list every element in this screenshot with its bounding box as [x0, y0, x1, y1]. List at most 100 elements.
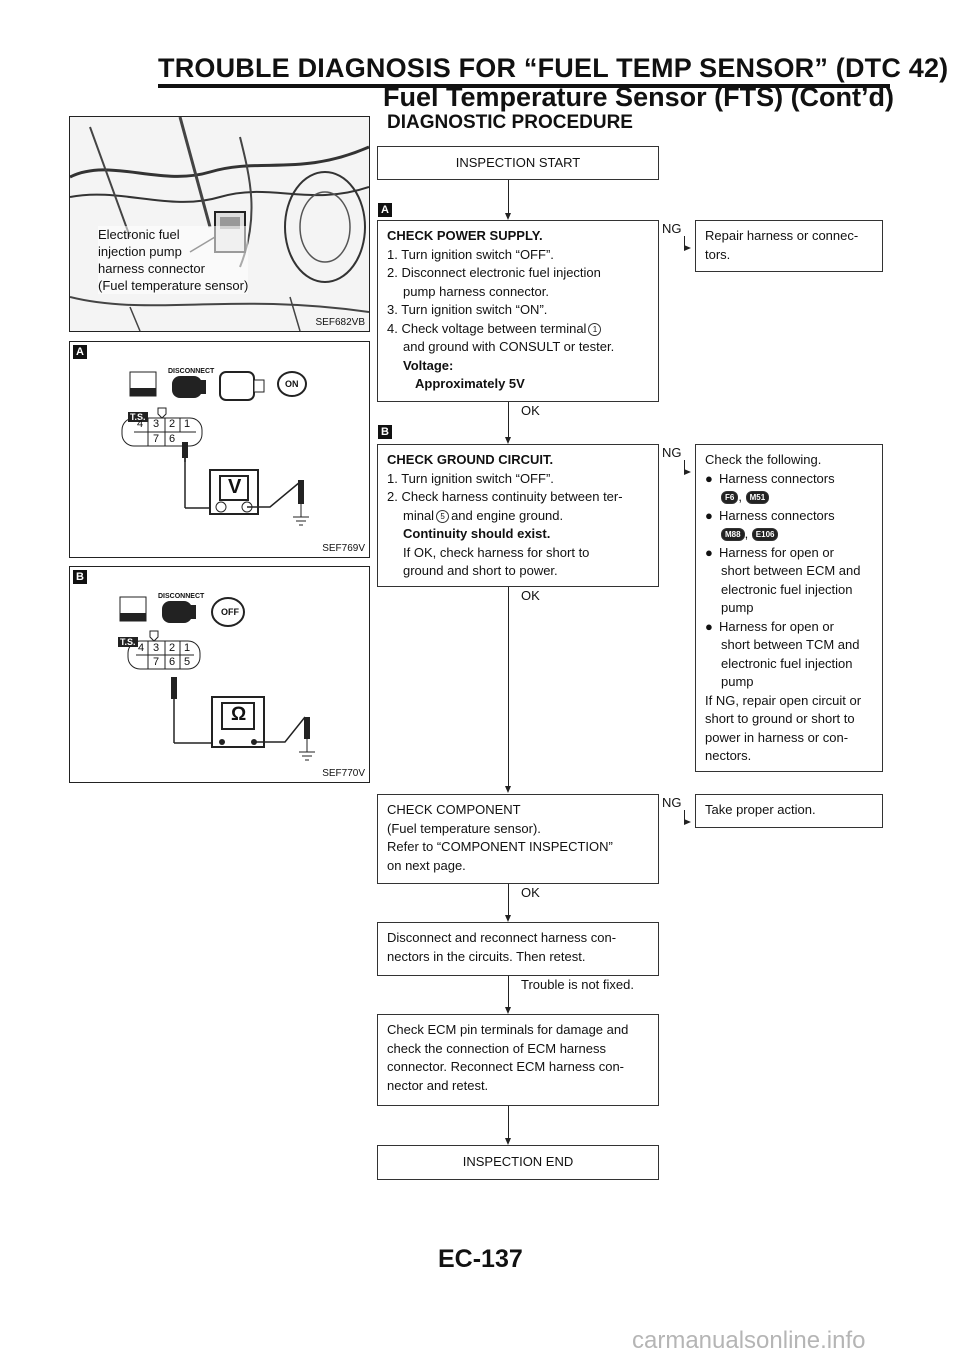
flow-arrow — [505, 915, 511, 922]
flow-connector — [508, 402, 509, 438]
step-b-title: CHECK GROUND CIRCUIT. — [387, 452, 554, 467]
ng-check-item: ●Harness for open or — [705, 618, 834, 634]
terminal-number-badge: 5 — [436, 509, 450, 523]
voltmeter-symbol: V — [228, 476, 242, 498]
flow-end-box: INSPECTION END — [377, 1145, 659, 1180]
ng-repair-text: short to ground or short to — [705, 711, 855, 726]
ng-check-text: electronic fuel injection — [721, 581, 853, 597]
step-d-line: nectors in the circuits. Then retest. — [387, 948, 586, 964]
step-b-ng-label: NG — [662, 445, 682, 460]
ts-label: T.S. — [118, 637, 138, 647]
ng-repair-text: If NG, repair open circuit or — [705, 692, 862, 708]
step-e-line: check the connection of ECM harness — [387, 1040, 606, 1056]
figure-code: SEF769V — [322, 543, 365, 554]
step-a-ng-action: Repair harness or connec- tors. — [705, 228, 859, 262]
connector-badge: M88 — [721, 528, 745, 542]
step-b-ok-label: OK — [521, 588, 540, 603]
pin-number: 7 — [153, 656, 160, 668]
step-c-ok-label: OK — [521, 885, 540, 900]
step-c-line: CHECK COMPONENT — [387, 802, 521, 817]
step-b-line: 1. Turn ignition switch “OFF”. — [387, 470, 554, 486]
figure-connector-photo: Electronic fuel injection pump harness c… — [69, 116, 370, 332]
figure-code: SEF682VB — [315, 317, 365, 328]
step-a-line: 1. Turn ignition switch “OFF”. — [387, 246, 554, 262]
step-a-spec-value: Approximately 5V — [415, 376, 525, 391]
pin-number: 6 — [169, 656, 176, 668]
step-a-spec-label: Voltage: — [403, 357, 454, 373]
step-a-line: pump harness connector. — [403, 283, 549, 299]
pin-number: 3 — [153, 418, 160, 430]
step-b-line: If OK, check harness for short to — [403, 544, 590, 560]
flow-arrow — [505, 1138, 511, 1145]
connector-photo-illustration — [70, 117, 369, 331]
disconnect-label: DISCONNECT — [168, 368, 215, 375]
ng-check-text: short between ECM and — [721, 563, 861, 578]
ng-check-text: Harness for open or — [719, 544, 834, 560]
flow-arrow — [505, 786, 511, 793]
ng-check-intro: Check the following. — [705, 452, 822, 467]
page-header-subtitle: Fuel Temperature Sensor (FTS) (Cont’d) — [383, 82, 895, 112]
pin-number: 1 — [184, 642, 191, 654]
step-a-ng-label: NG — [662, 221, 682, 236]
photo-label-line: harness connector — [98, 261, 205, 276]
photo-label-line: injection pump — [98, 244, 182, 259]
step-c-ng-box: Take proper action. — [695, 794, 883, 828]
pin-number: 2 — [169, 642, 176, 654]
step-c-line: Refer to “COMPONENT INSPECTION” — [387, 839, 613, 854]
photo-label-line: Electronic fuel — [98, 227, 180, 242]
step-e-line: nector and retest. — [387, 1077, 489, 1093]
ng-check-text: short between TCM and — [721, 637, 860, 652]
flow-arrow — [684, 819, 691, 825]
step-e-line: Check ECM pin terminals for damage and — [387, 1022, 629, 1037]
flow-end-label: INSPECTION END — [462, 1154, 574, 1169]
ng-connector-codes: F6, M51 — [705, 488, 873, 507]
figure-continuity-check: B T.S. DISCONNECT OFF Ω 4 3 2 1 7 6 5 SE… — [69, 566, 370, 783]
step-c-ng-action: Take proper action. — [705, 802, 816, 817]
flow-connector — [508, 1106, 509, 1139]
ng-repair-text: power in harness or con- — [705, 729, 849, 745]
page-header-title: TROUBLE DIAGNOSIS FOR “FUEL TEMP SENSOR”… — [158, 53, 949, 83]
pin-number: 4 — [138, 642, 145, 654]
flow-arrow — [684, 469, 691, 475]
step-a-line: 2. Disconnect electronic fuel injection — [387, 265, 601, 280]
step-e-box: Check ECM pin terminals for damage and c… — [377, 1014, 659, 1106]
step-b-spec: Continuity should exist. — [403, 526, 551, 541]
figure-tag-b: B — [73, 570, 87, 584]
flow-start-box: INSPECTION START — [377, 146, 659, 180]
pin-number: 3 — [153, 642, 160, 654]
step-c-line: (Fuel temperature sensor). — [387, 820, 541, 836]
step-d-line: Disconnect and reconnect harness con- — [387, 930, 617, 945]
step-tag-b: B — [378, 425, 392, 439]
ohmmeter-symbol: Ω — [231, 704, 247, 725]
section-title: DIAGNOSTIC PROCEDURE — [387, 112, 633, 133]
continuity-check-diagram — [119, 596, 315, 761]
flow-start-label: INSPECTION START — [455, 155, 581, 170]
ts-label: T.S. — [128, 412, 148, 422]
flow-arrow — [505, 213, 511, 220]
header-rule — [158, 84, 890, 88]
pin-number: 5 — [184, 656, 191, 668]
step-a-line: and ground with CONSULT or tester. — [403, 339, 615, 354]
ng-check-text: pump — [721, 600, 754, 615]
switch-position-label: OFF — [221, 607, 239, 617]
photo-label-line: (Fuel temperature sensor) — [98, 278, 249, 293]
step-c-ng-label: NG — [662, 795, 682, 810]
step-a-box: CHECK POWER SUPPLY. 1. Turn ignition swi… — [377, 220, 659, 402]
step-e-line: connector. Reconnect ECM harness con- — [387, 1059, 625, 1074]
flow-connector — [684, 236, 685, 248]
pin-number: 2 — [169, 418, 176, 430]
flow-connector — [508, 976, 509, 1008]
flow-connector — [508, 180, 509, 214]
step-b-box: CHECK GROUND CIRCUIT. 1. Turn ignition s… — [377, 444, 659, 587]
flow-arrow — [505, 1007, 511, 1014]
page-number: EC-137 — [438, 1245, 523, 1273]
ng-check-item: ●Harness for open or — [705, 544, 834, 560]
pin-number: 4 — [137, 418, 144, 430]
step-d-box: Disconnect and reconnect harness con- ne… — [377, 922, 659, 976]
switch-position-label: ON — [285, 379, 299, 389]
figure-tag-a: A — [73, 345, 87, 359]
ng-check-text: pump — [721, 674, 754, 689]
flow-connector — [508, 884, 509, 916]
ng-connector-codes: M88, E106 — [705, 525, 873, 544]
